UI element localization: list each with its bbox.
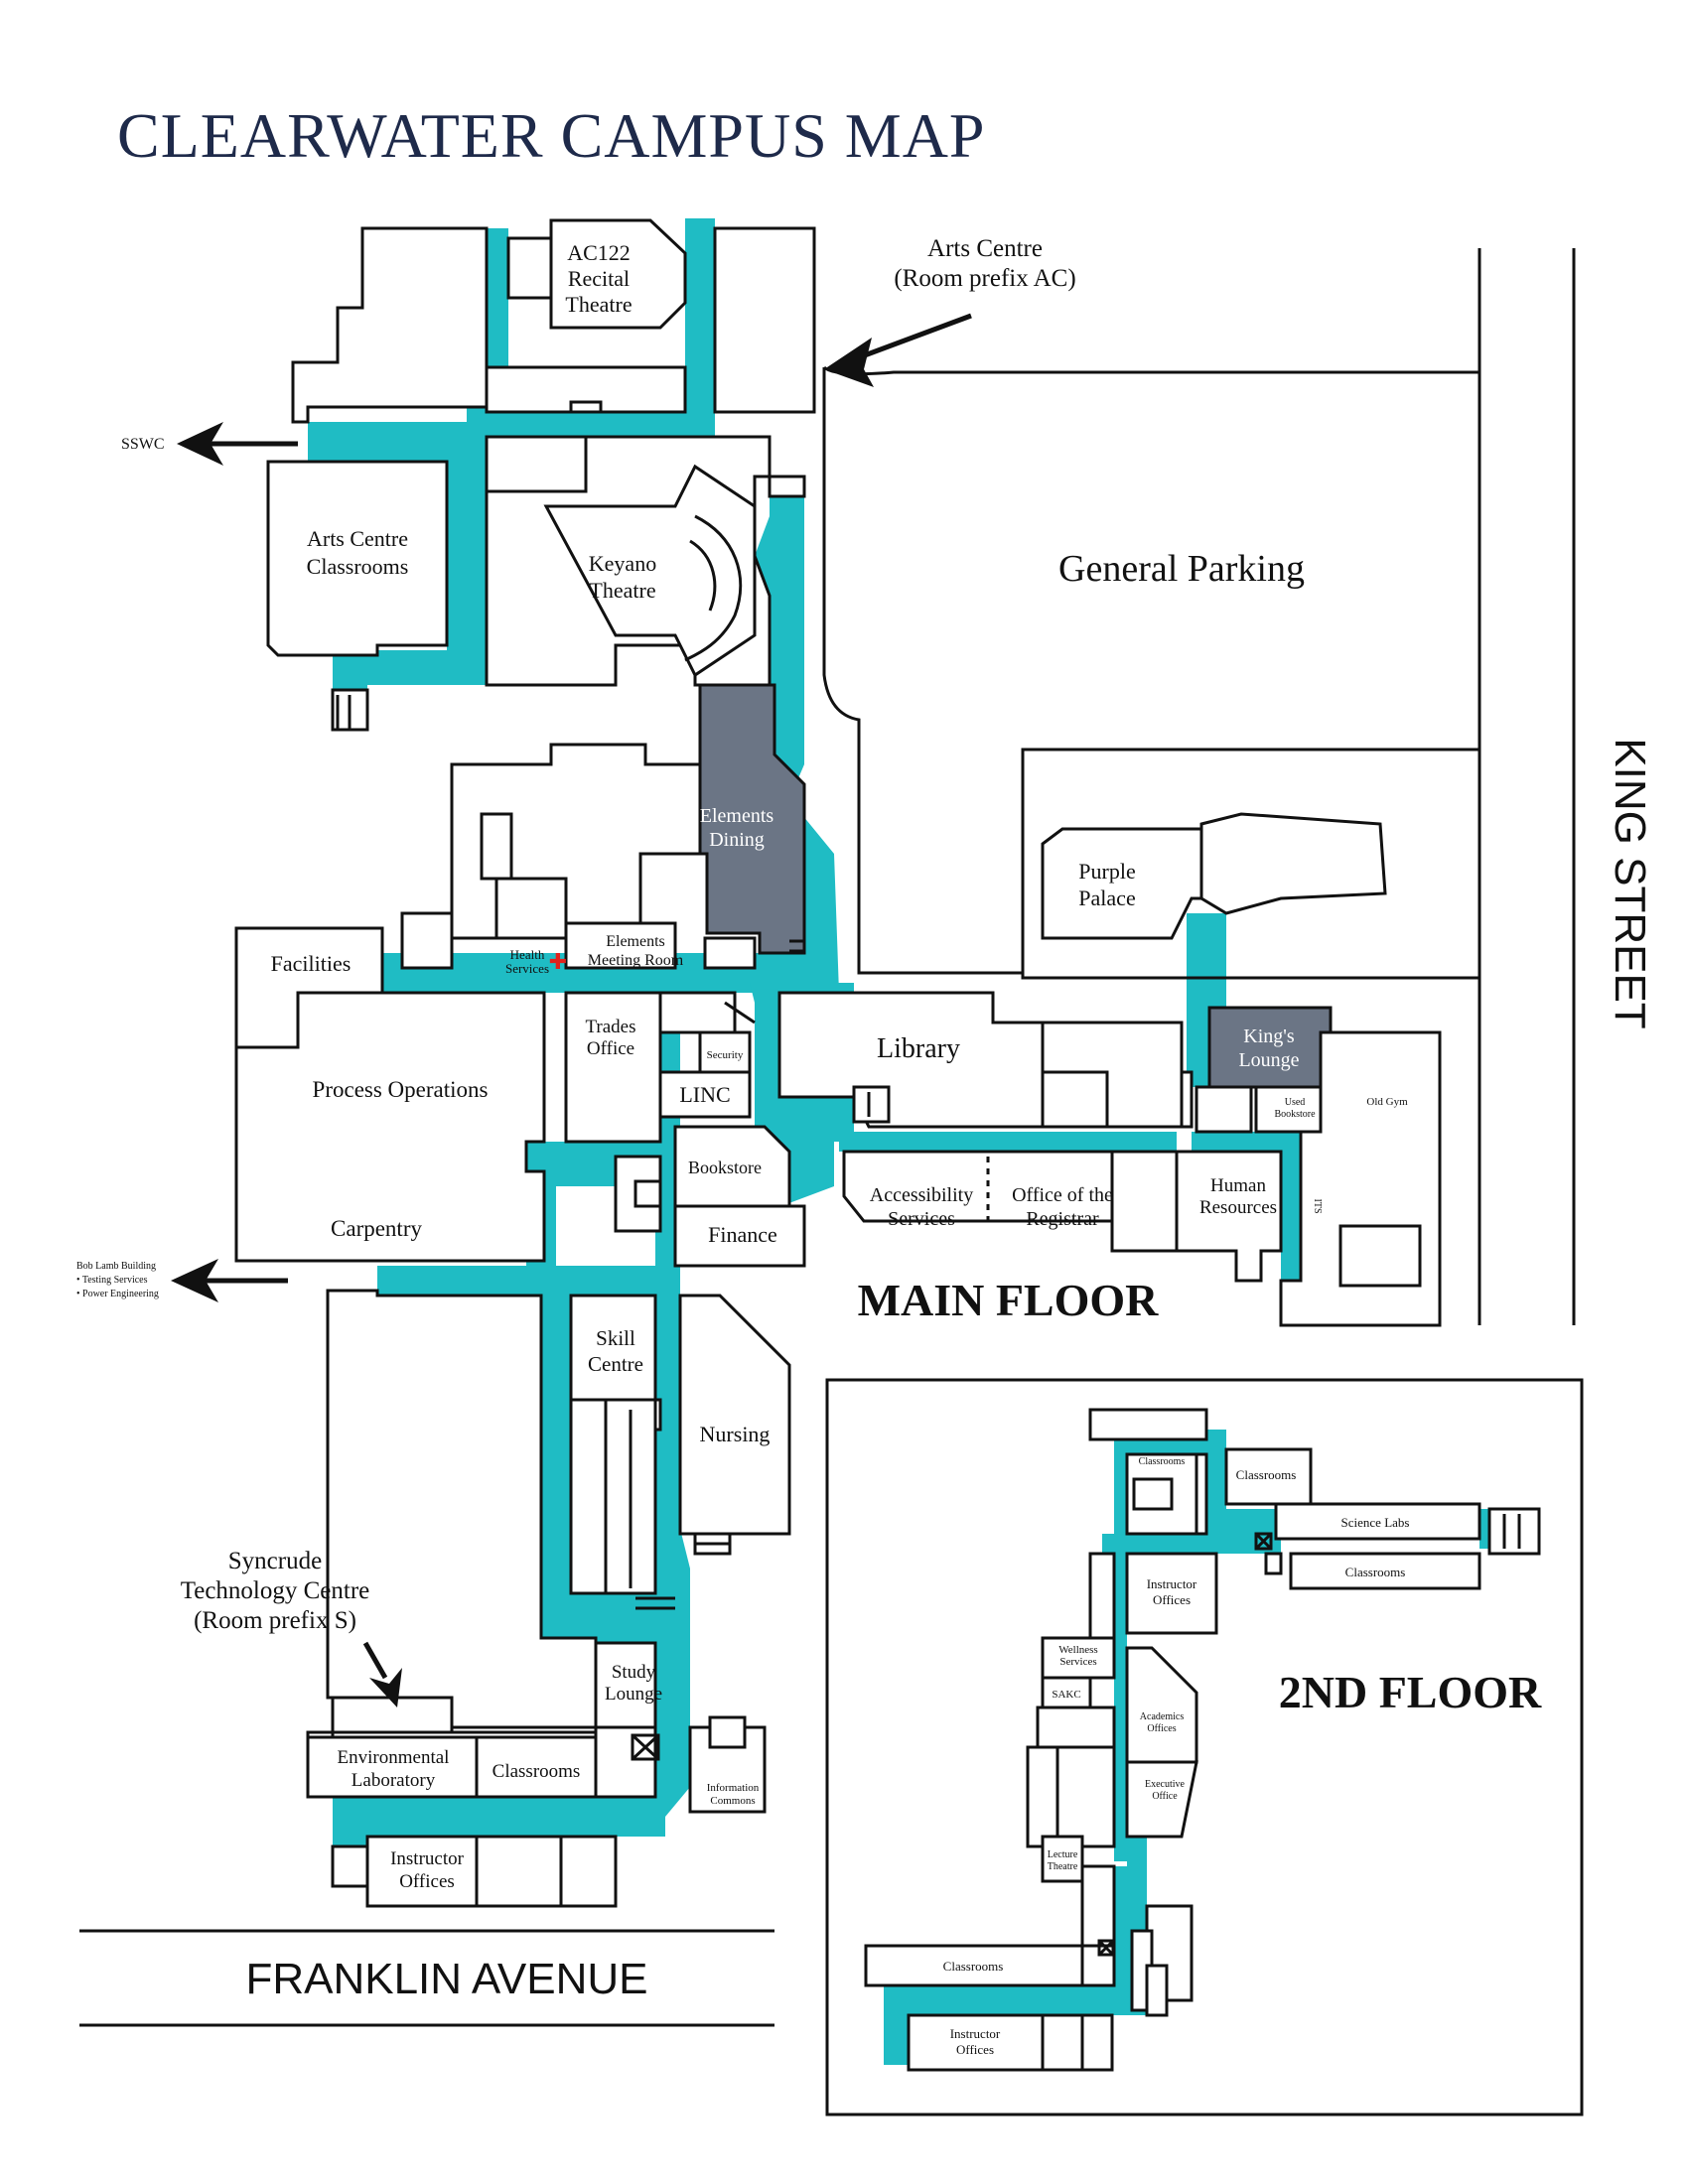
environmental-lab-label-2: Laboratory (352, 1770, 436, 1791)
2f-classrooms-right-label: Classrooms (1345, 1565, 1406, 1579)
arts-centre-classrooms-label-2: Classrooms (307, 554, 409, 579)
nursing-label: Nursing (700, 1422, 771, 1446)
arts-centre-callout-1: Arts Centre (927, 235, 1043, 262)
main-floor-label: MAIN FLOOR (858, 1275, 1160, 1325)
trades-office-label-2: Office (587, 1038, 634, 1059)
kings-lounge-label-1: King's (1243, 1025, 1295, 1047)
callouts: Arts Centre (Room prefix AC) SSWC Bob La… (76, 235, 1076, 1707)
study-lounge-label-1: Study (612, 1662, 656, 1683)
bob-lamb-callout-3: • Power Engineering (76, 1289, 159, 1299)
security-label: Security (707, 1049, 744, 1061)
2f-instructor-offices-label-2: Offices (1153, 1592, 1191, 1607)
2f-wellness-label-2: Services (1059, 1656, 1096, 1668)
syncrude-arrow (362, 1641, 388, 1680)
library-label: Library (877, 1033, 960, 1064)
2f-instructor-offices-bottom-label-1: Instructor (950, 2026, 1001, 2041)
2f-executive-label-1: Executive (1145, 1779, 1186, 1790)
accessibility-services-label-2: Services (888, 1208, 955, 1230)
bob-lamb-callout-1: Bob Lamb Building (76, 1261, 156, 1272)
health-cross-icon: ✚ (549, 949, 567, 974)
elevator-icon (631, 1733, 660, 1761)
registrar-label-2: Registrar (1026, 1208, 1099, 1230)
facilities-label: Facilities (271, 951, 352, 976)
2f-wellness-label-1: Wellness (1058, 1644, 1097, 1656)
general-parking-label: General Parking (1058, 548, 1305, 590)
skill-centre-label-2: Centre (588, 1352, 643, 1376)
bob-lamb-arrowhead-icon (171, 1259, 218, 1302)
classrooms-label: Classrooms (492, 1761, 581, 1782)
arts-centre-callout-2: (Room prefix AC) (894, 265, 1075, 292)
accessibility-services-label-1: Accessibility (870, 1184, 973, 1206)
health-services-label-1: Health (510, 947, 545, 962)
2f-sakc-label: SAKC (1052, 1689, 1080, 1701)
its-label: ITS (1312, 1199, 1323, 1214)
old-gym-label: Old Gym (1366, 1096, 1408, 1108)
syncrude-callout-3: (Room prefix S) (194, 1607, 356, 1634)
arts-centre-classrooms-label-1: Arts Centre (307, 526, 408, 551)
elements-dining-label-2: Dining (709, 829, 765, 851)
environmental-lab-label-1: Environmental (338, 1747, 450, 1768)
elements-meeting-label-2: Meeting Room (588, 952, 684, 969)
2f-executive-label-2: Office (1152, 1791, 1178, 1802)
used-bookstore-label-2: Bookstore (1274, 1109, 1316, 1120)
2f-instructor-offices-label-1: Instructor (1147, 1576, 1197, 1591)
king-street-label: KING STREET (1606, 738, 1654, 1028)
bob-lamb-callout-2: • Testing Services (76, 1275, 148, 1286)
main-floor-labels: AC122 Recital Theatre Arts Centre Classr… (271, 240, 1408, 1892)
main-floor-buildings (79, 218, 1576, 2027)
registrar-label-1: Office of the (1012, 1184, 1113, 1206)
used-bookstore-label-1: Used (1285, 1097, 1306, 1108)
information-commons-label-1: Information (707, 1782, 760, 1794)
franklin-avenue-label: FRANKLIN AVENUE (245, 1955, 647, 2003)
keyano-theatre-label-2: Theatre (589, 578, 655, 603)
elevator-2f-icon (1097, 1939, 1115, 1957)
purple-palace-label-1: Purple (1078, 859, 1135, 884)
2f-lecture-label-1: Lecture (1048, 1849, 1078, 1860)
recital-theatre-label-1: AC122 (567, 240, 631, 265)
instructor-offices-label-2: Offices (399, 1871, 455, 1892)
bookstore-label: Bookstore (688, 1158, 762, 1177)
study-lounge-label-2: Lounge (605, 1684, 662, 1705)
elements-meeting-label-1: Elements (606, 933, 665, 950)
carpentry-label: Carpentry (331, 1216, 422, 1241)
sswc-arrowhead-icon (177, 422, 223, 466)
syncrude-callout-2: Technology Centre (181, 1577, 370, 1604)
arts-centre-arrow (853, 313, 972, 362)
arts-centre-arrowhead-icon (824, 338, 874, 387)
information-commons-label-2: Commons (710, 1795, 755, 1807)
syncrude-callout-1: Syncrude (228, 1548, 322, 1574)
second-floor-frame (825, 1378, 1584, 2116)
skill-centre-label-1: Skill (596, 1326, 635, 1350)
2f-science-labs-label: Science Labs (1341, 1515, 1410, 1530)
finance-label: Finance (708, 1222, 777, 1247)
syncrude-arrowhead-icon (369, 1668, 402, 1707)
sswc-callout: SSWC (121, 436, 165, 453)
human-resources-label-1: Human (1210, 1175, 1266, 1196)
instructor-offices-label-1: Instructor (390, 1848, 465, 1869)
elevator-2f-top-icon (1254, 1532, 1273, 1551)
2f-classrooms-small-label: Classrooms (1139, 1456, 1186, 1467)
2f-classrooms-top-label: Classrooms (1236, 1467, 1297, 1482)
trades-office-label-1: Trades (585, 1017, 635, 1037)
2f-academics-label-1: Academics (1140, 1711, 1185, 1722)
purple-palace-label-2: Palace (1078, 886, 1135, 910)
map-title: CLEARWATER CAMPUS MAP (117, 100, 986, 171)
2f-classrooms-bottom-label: Classrooms (943, 1959, 1004, 1974)
kings-lounge-label-2: Lounge (1238, 1049, 1299, 1071)
process-operations-label: Process Operations (313, 1077, 489, 1102)
2f-lecture-label-2: Theatre (1048, 1861, 1078, 1872)
2f-instructor-offices-bottom-label-2: Offices (956, 2042, 994, 2057)
keyano-theatre-label-1: Keyano (589, 551, 656, 576)
second-floor-label: 2ND FLOOR (1279, 1667, 1542, 1717)
human-resources-label-2: Resources (1199, 1197, 1277, 1218)
recital-theatre-label-3: Theatre (565, 292, 632, 317)
linc-label: LINC (679, 1082, 730, 1107)
second-floor-inset: 2ND FLOOR (825, 1378, 1584, 2116)
health-services-label-2: Services (505, 961, 549, 976)
elements-dining-label-1: Elements (700, 805, 774, 827)
recital-theatre-label-2: Recital (568, 266, 630, 291)
2f-academics-label-2: Offices (1147, 1723, 1176, 1734)
